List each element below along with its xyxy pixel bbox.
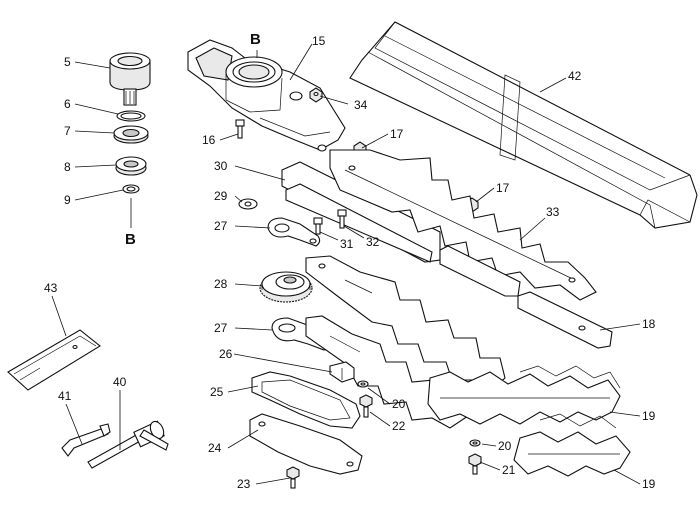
part-25-gasket — [251, 371, 361, 429]
label-21: 21 — [502, 463, 516, 477]
part-8-bearing — [115, 156, 147, 176]
label-33: 33 — [546, 205, 560, 219]
label-6: 6 — [64, 97, 71, 111]
part-42-blade-cover — [349, 21, 698, 229]
label-42: 42 — [568, 69, 582, 83]
label-25: 25 — [210, 385, 224, 399]
label-19-a: 19 — [642, 409, 656, 423]
label-26: 26 — [219, 347, 233, 361]
part-27-crank-upper — [267, 217, 321, 247]
part-19-blade-lower — [513, 413, 631, 477]
label-15: 15 — [312, 34, 326, 48]
label-20-b: 20 — [498, 439, 512, 453]
part-22-bolt — [359, 394, 373, 418]
leader-lines — [51, 43, 641, 485]
part-24-cover — [249, 413, 363, 475]
part-31-bolt — [313, 217, 323, 235]
part-26-clip — [329, 361, 355, 383]
part-32-bolt — [337, 209, 347, 229]
part-28-gear — [259, 271, 313, 303]
part-20-washer-a — [357, 380, 369, 388]
part-23-bolt — [286, 466, 300, 489]
label-18: 18 — [642, 317, 656, 331]
part-16-bolt — [235, 119, 245, 139]
label-20-a: 20 — [392, 397, 406, 411]
label-31: 31 — [340, 237, 354, 251]
part-9-washer — [122, 184, 140, 194]
label-27-a: 27 — [214, 219, 228, 233]
label-30: 30 — [214, 159, 228, 173]
label-7: 7 — [64, 124, 71, 138]
label-16: 16 — [202, 133, 216, 147]
label-28: 28 — [214, 277, 228, 291]
part-21-bolt — [468, 453, 482, 475]
label-8: 8 — [64, 160, 71, 174]
label-23: 23 — [237, 477, 251, 491]
part-18-strip — [517, 291, 613, 349]
label-22: 22 — [392, 419, 406, 433]
label-41: 41 — [58, 389, 72, 403]
label-34: 34 — [354, 98, 368, 112]
label-32: 32 — [366, 235, 380, 249]
label-b-top: B — [250, 31, 261, 48]
part-29-washer — [238, 198, 258, 210]
part-40-socket-tool — [87, 420, 169, 469]
label-29: 29 — [214, 189, 228, 203]
label-24: 24 — [208, 441, 222, 455]
label-27-b: 27 — [214, 321, 228, 335]
label-17-a: 17 — [390, 127, 404, 141]
part-7-bearing — [113, 125, 149, 144]
part-29-guide-plate — [285, 183, 433, 263]
part-5-gear-cup — [109, 52, 151, 106]
label-17-b: 17 — [496, 181, 510, 195]
part-34-nut — [309, 87, 323, 103]
label-9: 9 — [64, 193, 71, 207]
label-43: 43 — [44, 281, 58, 295]
part-6-snap-ring — [116, 110, 146, 122]
part-20-washer-b — [469, 439, 481, 447]
label-b-left: B — [125, 231, 136, 248]
part-43-bag — [7, 329, 101, 391]
label-40: 40 — [113, 375, 127, 389]
label-19-b: 19 — [642, 477, 656, 491]
label-5: 5 — [64, 55, 71, 69]
part-30-lower-strip — [439, 245, 521, 297]
part-41-wrench — [61, 423, 111, 457]
callout-labels: 5 6 7 8 9 B B 15 16 17 17 34 42 30 29 27… — [44, 31, 656, 491]
part-33-upper-blade — [329, 149, 597, 301]
part-15-gear-case — [187, 39, 346, 152]
part-middle-blade — [305, 255, 506, 393]
